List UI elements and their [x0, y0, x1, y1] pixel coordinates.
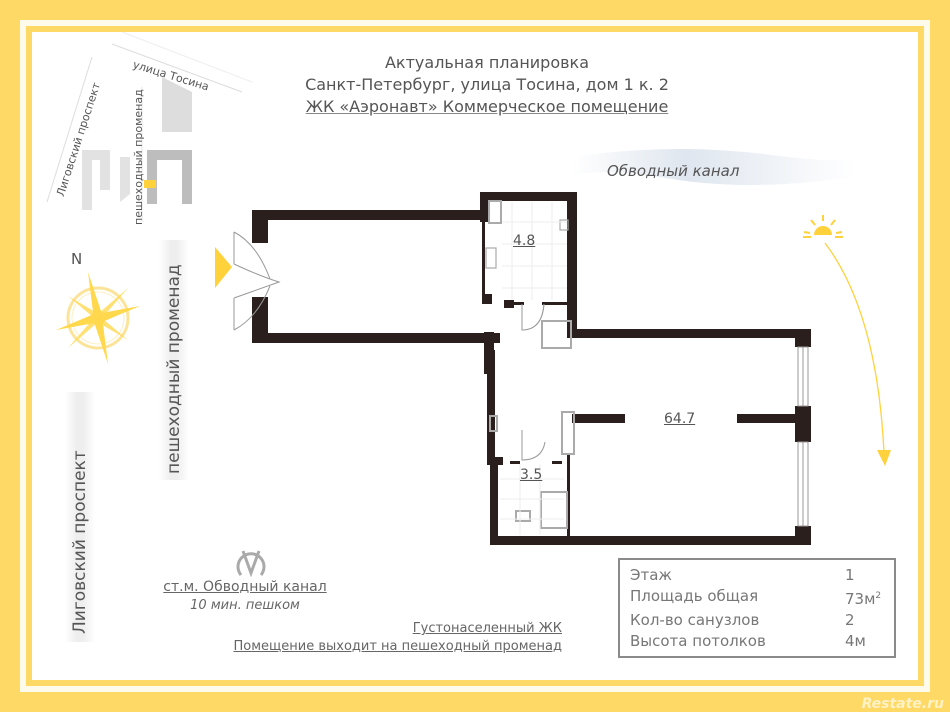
spec-label: Высота потолков — [630, 632, 766, 650]
spec-value-text: 73м — [845, 590, 876, 608]
spec-value: 4м — [845, 632, 866, 650]
canal-wave — [572, 148, 852, 185]
frame-stripe — [20, 20, 930, 692]
entrance-arrow-icon — [215, 247, 232, 288]
watermark: Restate.ru — [861, 696, 944, 712]
specs-table: Этаж 1 Площадь общая 73м2 Кол-во санузло… — [618, 558, 896, 658]
spec-row-area: Площадь общая 73м2 — [630, 586, 884, 610]
title-line-2: Санкт-Петербург, улица Тосина, дом 1 к. … — [305, 75, 669, 94]
metro-station-label: ст.м. Обводный канал — [163, 579, 327, 595]
compass-rose-icon — [56, 272, 140, 364]
location-minimap — [46, 32, 252, 222]
title-line-1: Актуальная планировка — [384, 53, 590, 72]
spec-value: 1 — [845, 566, 855, 584]
spec-label: Площадь общая — [630, 587, 759, 605]
title-line-3: ЖК «Аэронавт» Коммерческое помещение — [305, 97, 669, 116]
promenade-band — [159, 240, 189, 480]
note-promenade: Помещение выходит на пешеходный променад — [233, 639, 562, 654]
spec-label: Кол-во санузлов — [630, 611, 760, 629]
arrow-down-icon — [877, 450, 891, 466]
spec-row-bathrooms: Кол-во санузлов 2 — [630, 610, 884, 631]
spec-row-ceiling: Высота потолков 4м — [630, 631, 884, 652]
ligovsky-band — [65, 392, 95, 642]
room-area-label: 3.5 — [520, 467, 543, 483]
metro-icon — [236, 550, 266, 577]
room-area-label: 4.8 — [513, 233, 536, 249]
room-area-label: 64.7 — [664, 411, 696, 427]
spec-label: Этаж — [630, 566, 672, 584]
spec-row-floor: Этаж 1 — [630, 565, 884, 586]
plan-title: Актуальная планировка Санкт-Петербург, у… — [272, 52, 702, 118]
spec-value: 73м2 — [845, 586, 884, 610]
canal-label: Обводный канал — [607, 162, 740, 180]
compass-north-label: N — [71, 250, 83, 268]
spec-value-sup: 2 — [875, 591, 882, 601]
note-dense-complex: Густонаселенный ЖК — [412, 621, 562, 636]
sun-path — [803, 215, 891, 466]
plan-canvas: улица Тосина Лиговский проспект пешеходн… — [32, 32, 918, 680]
sun-icon — [803, 215, 843, 238]
spec-value: 2 — [845, 611, 855, 629]
floor-plan — [215, 192, 811, 545]
metro-walk-time: 10 мин. пешком — [190, 598, 300, 613]
